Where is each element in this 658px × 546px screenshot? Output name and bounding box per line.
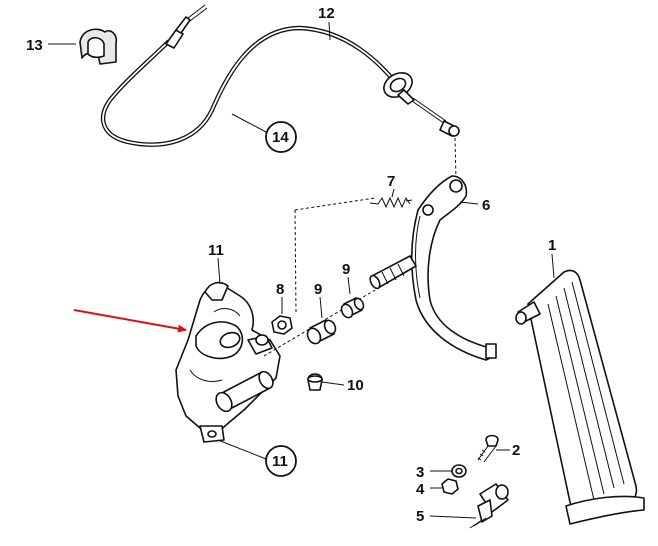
leader-lines [48, 21, 555, 519]
callout-11: 11 [208, 242, 224, 259]
lock-nut-drawing [271, 315, 293, 335]
callout-1: 1 [548, 237, 556, 254]
callout-10: 10 [347, 377, 364, 394]
callout-circle-15 [265, 121, 297, 153]
callout-14: 13 [26, 37, 43, 54]
accelerator-pedal-drawing [515, 269, 645, 525]
callout-4: 4 [416, 481, 425, 498]
rubber-stop-drawing [307, 373, 323, 391]
callout-2: 2 [512, 442, 520, 459]
bushing-drawing [306, 297, 365, 345]
accelerator-cable-drawing [100, 4, 460, 147]
pedal-bracket-drawing [175, 281, 281, 443]
callout-12: 11 [272, 453, 288, 470]
callout-9-right: 9 [342, 261, 350, 278]
red-pointer-arrow [73, 309, 187, 333]
callout-8: 8 [276, 281, 284, 298]
callout-13: 12 [318, 5, 335, 22]
callout-5: 5 [416, 508, 424, 525]
cable-clip-drawing [79, 28, 118, 65]
callout-3: 3 [416, 464, 424, 481]
return-spring-drawing [369, 196, 413, 209]
nut-drawing [441, 478, 459, 495]
callout-15: 14 [272, 129, 289, 146]
callout-circle-12 [265, 445, 297, 477]
callout-9-left: 9 [314, 281, 322, 298]
pedal-lever-drawing [369, 175, 497, 361]
callout-7: 7 [387, 173, 395, 190]
washer-drawing [451, 464, 467, 478]
callout-6: 6 [482, 197, 490, 214]
pedal-sensor-drawing [469, 483, 509, 529]
bolt-drawing [477, 434, 499, 463]
